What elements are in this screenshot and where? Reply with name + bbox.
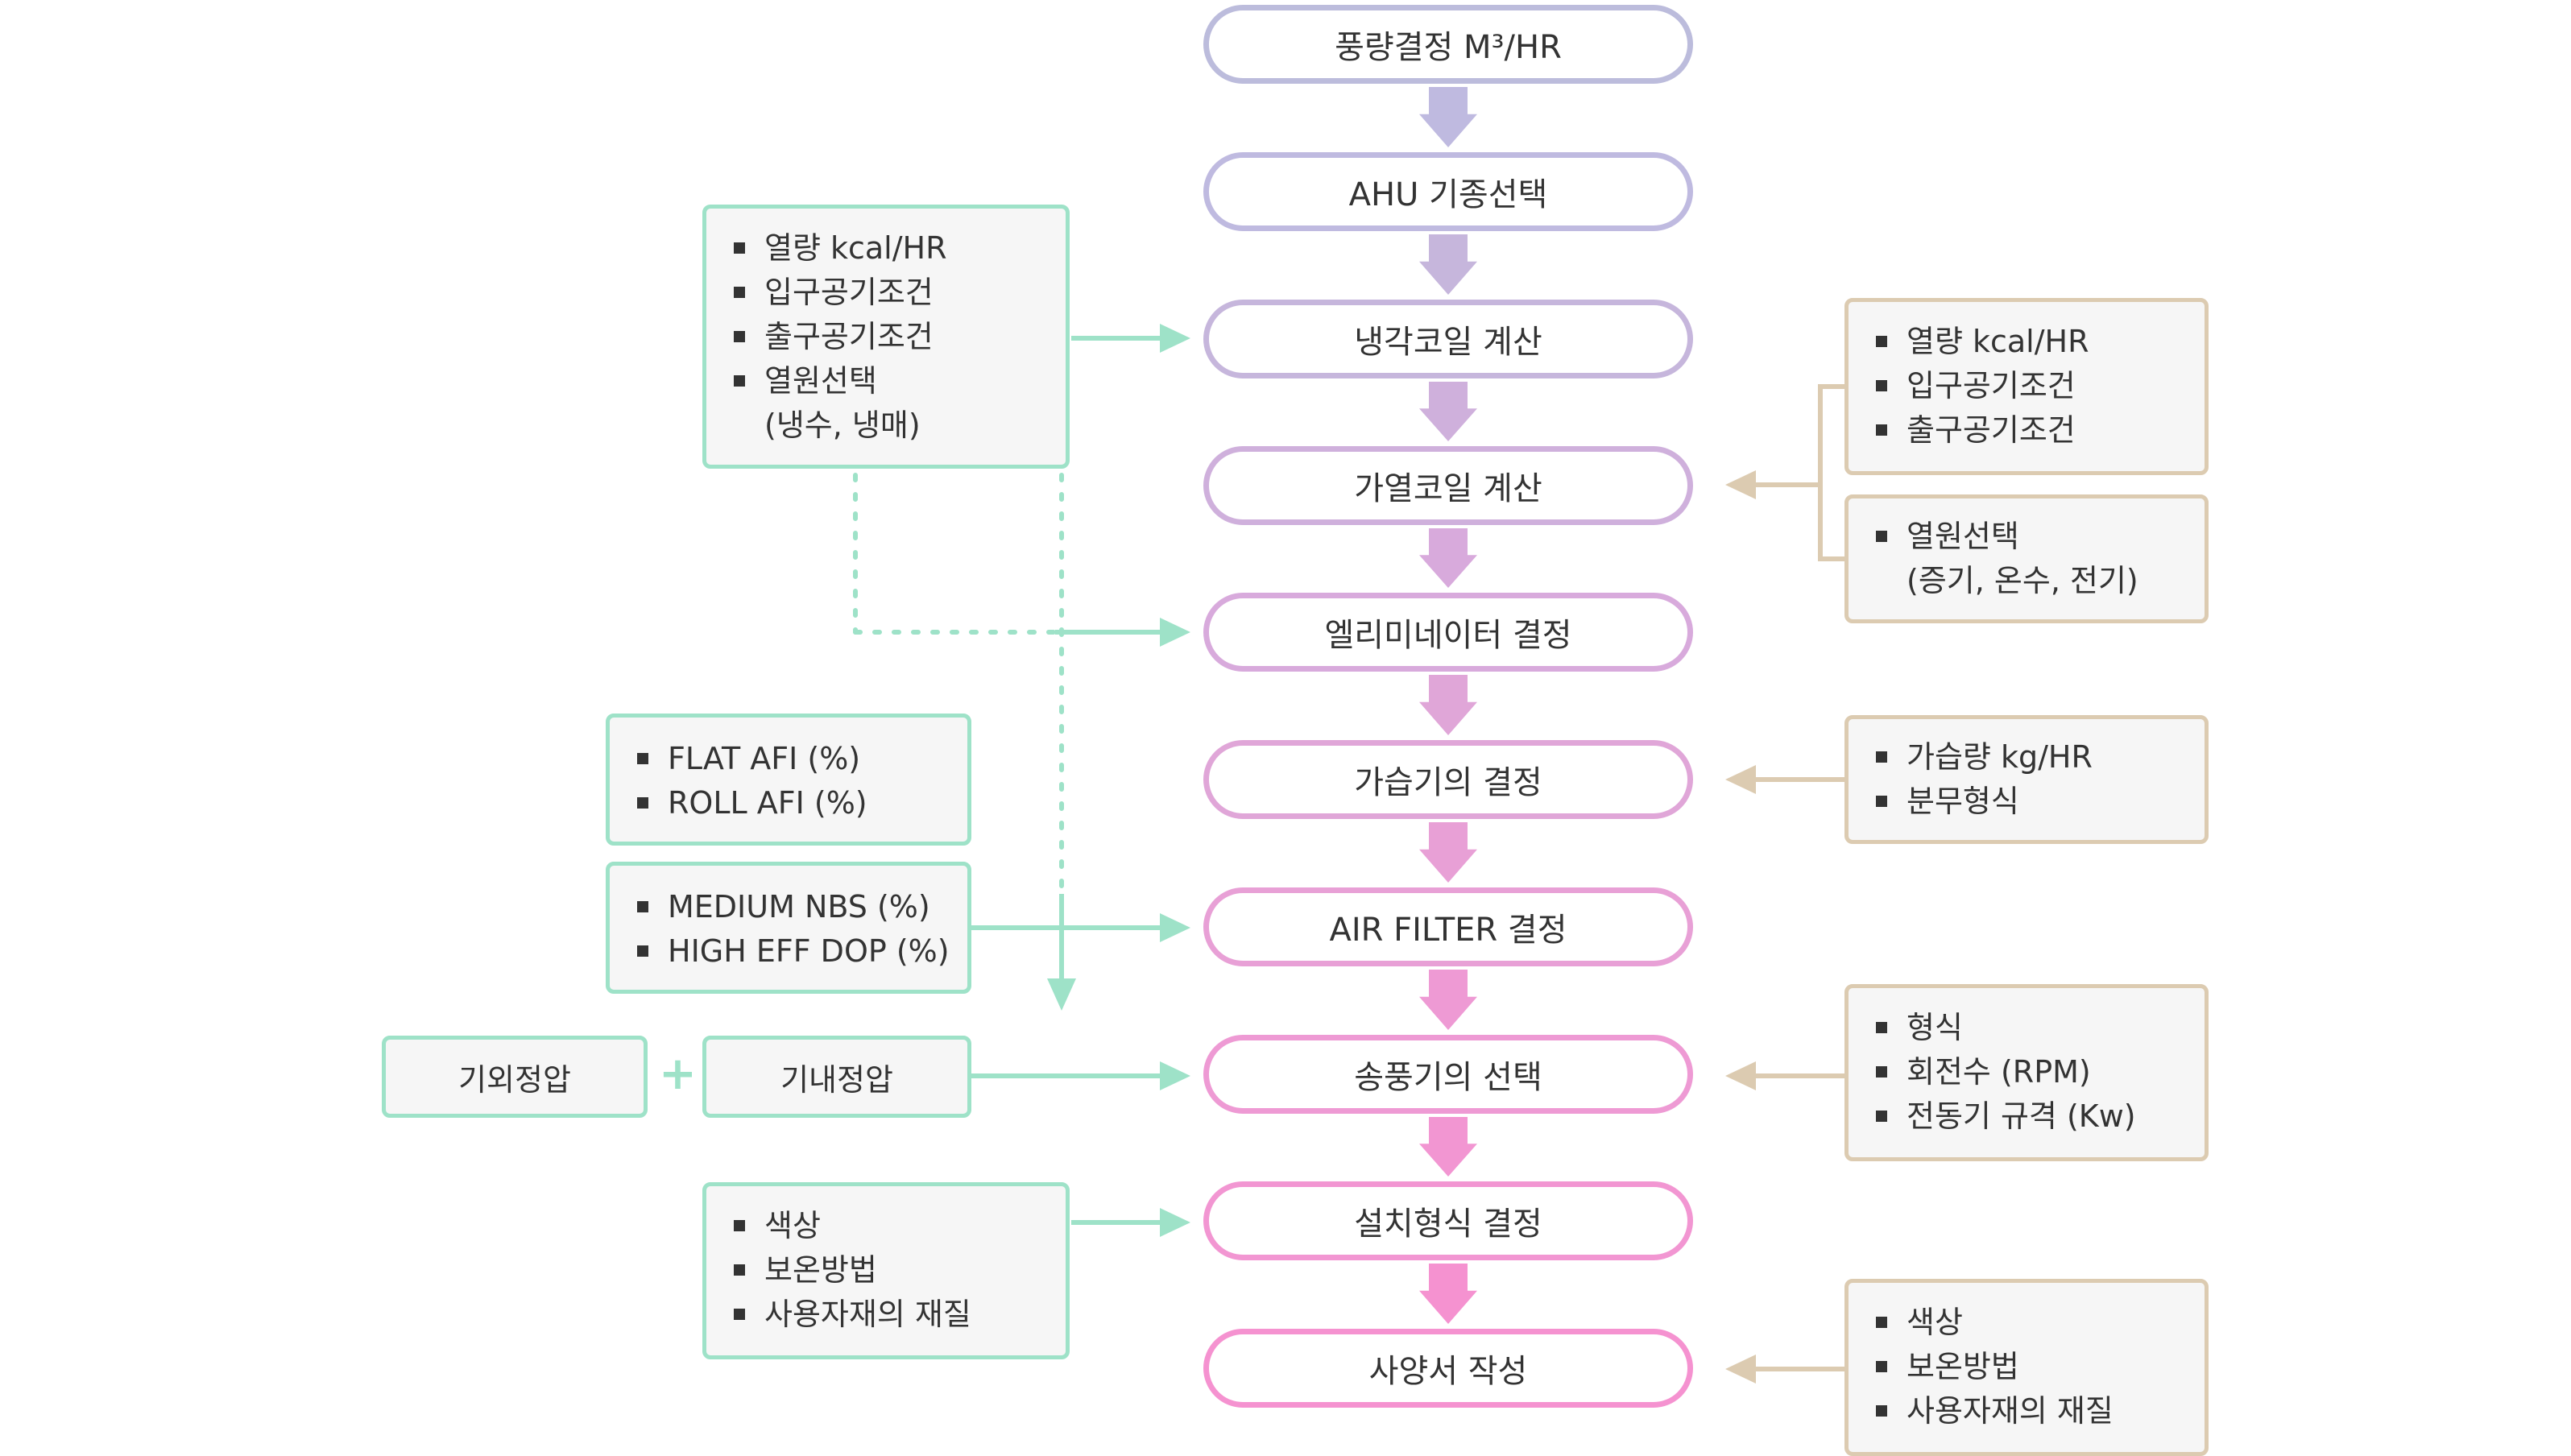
flow-down-arrow: [1419, 87, 1477, 147]
step-label: 풍량결정 M³/HR: [1335, 29, 1562, 66]
list-item: 색상: [734, 1204, 1066, 1248]
square-bullet-icon: [734, 1309, 745, 1320]
list-item: 입구공기조건: [1876, 364, 2205, 408]
cooling-coil-inputs-box: 열량 kcal/HR 입구공기조건 출구공기조건 열원선택(냉수, 냉매): [702, 205, 1070, 469]
square-bullet-icon: [1876, 1111, 1887, 1122]
list-item: 열량 kcal/HR: [1876, 320, 2205, 364]
flat-roll-filter-box: FLAT AFI (%) ROLL AFI (%): [606, 714, 971, 846]
heating-conditions-box: 열량 kcal/HR 입구공기조건 출구공기조건: [1844, 298, 2209, 475]
list-item: 출구공기조건: [1876, 408, 2205, 453]
list-item: 입구공기조건: [734, 271, 1066, 315]
step-cooling-coil: 냉각코일 계산: [1203, 300, 1693, 378]
step-label: 사양서 작성: [1368, 1353, 1528, 1390]
square-bullet-icon: [1876, 1361, 1887, 1372]
flow-down-arrow: [1419, 675, 1477, 735]
step-heating-coil: 가열코일 계산: [1203, 446, 1693, 525]
step-air-volume: 풍량결정 M³/HR: [1203, 5, 1693, 84]
internal-static-pressure-box: 기내정압: [702, 1036, 971, 1118]
square-bullet-icon: [734, 287, 745, 298]
list-item: 전동기 규격 (Kw): [1876, 1094, 2205, 1139]
square-bullet-icon: [1876, 380, 1887, 391]
square-bullet-icon: [637, 797, 648, 809]
step-label: AHU 기종선택: [1348, 176, 1548, 213]
list-item: FLAT AFI (%): [637, 737, 967, 781]
square-bullet-icon: [734, 1264, 745, 1276]
list-item: HIGH EFF DOP (%): [637, 929, 967, 974]
step-label: AIR FILTER 결정: [1329, 912, 1567, 949]
flow-down-arrow: [1419, 1117, 1477, 1177]
square-bullet-icon: [1876, 751, 1887, 763]
list-item: 사용자재의 재질: [734, 1293, 1066, 1337]
step-label: 설치형식 결정: [1354, 1206, 1542, 1243]
humidifier-options-box: 가습량 kg/HR 분무형식: [1844, 715, 2209, 844]
step-ahu-model: AHU 기종선택: [1203, 152, 1693, 231]
right-connectors: [1725, 384, 1844, 1384]
list-item: 보온방법: [734, 1248, 1066, 1293]
flow-down-arrow: [1419, 528, 1477, 588]
internal-static-pressure-label: 기내정압: [780, 1061, 893, 1098]
list-item: 사용자재의 재질: [1876, 1389, 2205, 1433]
list-item-subtext: (증기, 온수, 전기): [1907, 563, 2138, 598]
square-bullet-icon: [734, 375, 745, 387]
flow-down-arrow: [1419, 822, 1477, 883]
square-bullet-icon: [734, 1220, 745, 1231]
step-eliminator: 엘리미네이터 결정: [1203, 593, 1693, 672]
square-bullet-icon: [1876, 1317, 1887, 1328]
square-bullet-icon: [734, 331, 745, 342]
square-bullet-icon: [734, 242, 745, 254]
list-item: 회전수 (RPM): [1876, 1050, 2205, 1094]
square-bullet-icon: [1876, 1066, 1887, 1078]
step-label: 엘리미네이터 결정: [1324, 617, 1572, 654]
square-bullet-icon: [637, 945, 648, 957]
external-static-pressure-box: 기외정압: [382, 1036, 648, 1118]
flow-down-arrow: [1419, 382, 1477, 441]
heat-source-box: 열원선택(증기, 온수, 전기): [1844, 494, 2209, 623]
external-static-pressure-label: 기외정압: [458, 1061, 571, 1098]
flow-down-arrow: [1419, 234, 1477, 295]
list-item: 가습량 kg/HR: [1876, 735, 2205, 780]
step-fan: 송풍기의 선택: [1203, 1035, 1693, 1114]
list-item: 분무형식: [1876, 780, 2205, 824]
list-item: 열원선택(냉수, 냉매): [734, 359, 1066, 448]
flow-down-arrow: [1419, 1264, 1477, 1324]
step-label: 냉각코일 계산: [1354, 324, 1542, 361]
spec-options-box: 색상 보온방법 사용자재의 재질: [1844, 1279, 2209, 1456]
list-item: 열량 kcal/HR: [734, 226, 1066, 271]
square-bullet-icon: [637, 901, 648, 912]
plus-icon: +: [659, 1048, 697, 1100]
square-bullet-icon: [1876, 1022, 1887, 1033]
step-label: 송풍기의 선택: [1354, 1059, 1542, 1096]
list-item: 색상: [1876, 1301, 2205, 1345]
square-bullet-icon: [1876, 1405, 1887, 1417]
step-label: 가열코일 계산: [1354, 470, 1542, 507]
list-item: 열원선택(증기, 온수, 전기): [1876, 515, 2205, 603]
step-specification: 사양서 작성: [1203, 1329, 1693, 1408]
step-label: 가습기의 결정: [1354, 764, 1542, 801]
square-bullet-icon: [637, 753, 648, 764]
fan-options-box: 형식 회전수 (RPM) 전동기 규격 (Kw): [1844, 984, 2209, 1161]
flow-down-arrow: [1419, 970, 1477, 1030]
left-connectors: [853, 324, 1190, 1237]
step-air-filter: AIR FILTER 결정: [1203, 887, 1693, 966]
list-item: 형식: [1876, 1006, 2205, 1050]
flow-down-arrows: [1419, 87, 1477, 1324]
list-item-subtext: (냉수, 냉매): [764, 407, 921, 443]
list-item: MEDIUM NBS (%): [637, 885, 967, 929]
square-bullet-icon: [1876, 336, 1887, 347]
list-item: 보온방법: [1876, 1345, 2205, 1389]
list-item: 출구공기조건: [734, 315, 1066, 359]
step-installation: 설치형식 결정: [1203, 1181, 1693, 1260]
square-bullet-icon: [1876, 424, 1887, 436]
list-item: ROLL AFI (%): [637, 781, 967, 825]
square-bullet-icon: [1876, 796, 1887, 807]
medium-high-filter-box: MEDIUM NBS (%) HIGH EFF DOP (%): [606, 862, 971, 994]
step-humidifier: 가습기의 결정: [1203, 740, 1693, 819]
square-bullet-icon: [1876, 531, 1887, 542]
installation-options-box: 색상 보온방법 사용자재의 재질: [702, 1182, 1070, 1359]
